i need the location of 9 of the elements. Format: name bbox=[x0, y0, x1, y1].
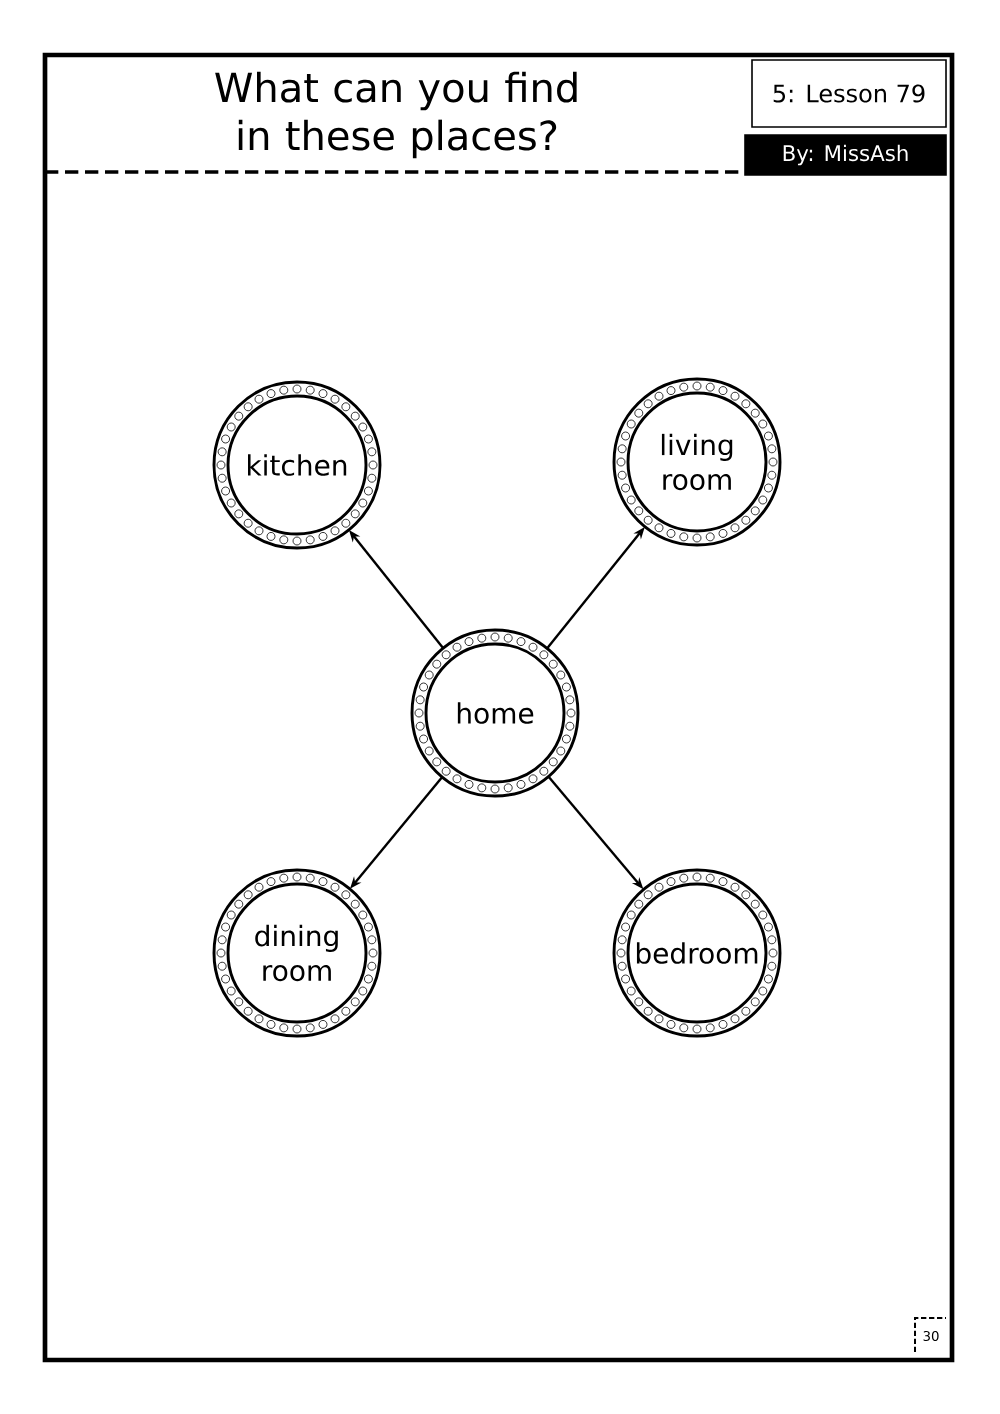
circle-node: home bbox=[410, 628, 580, 798]
page-number: 30 bbox=[914, 1317, 947, 1353]
circle-node: kitchen bbox=[212, 380, 382, 550]
title: What can you find in these places? bbox=[215, 71, 577, 159]
circle-node: living room bbox=[612, 377, 782, 547]
author-label: By: MissAsh bbox=[744, 134, 947, 176]
circle-node: bedroom bbox=[612, 868, 782, 1038]
lesson-label: 5: Lesson 79 bbox=[751, 59, 947, 128]
circle-node: dining room bbox=[212, 868, 382, 1038]
